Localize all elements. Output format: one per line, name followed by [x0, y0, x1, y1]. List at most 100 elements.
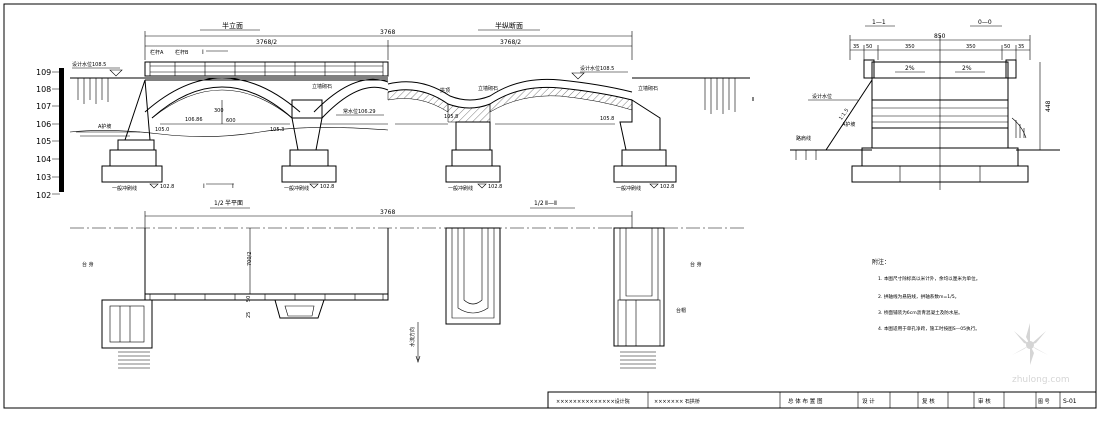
note-2: 2. 拱轴线为悬链线，拱轴系数m=1/5。 [878, 293, 959, 300]
svg-text:A护坡: A护坡 [842, 121, 855, 128]
svg-text:路肩线: 路肩线 [796, 135, 811, 142]
cross-dim-350-left: 350 [905, 44, 915, 50]
notes-block: 附注： 1. 本图尺寸除标高以米计外，余均以厘米为单位。 2. 拱轴线为悬链线，… [872, 258, 980, 332]
svg-text:Ⅱ: Ⅱ [752, 97, 754, 103]
note-4: 4. 本图适用于单孔净跨，施工时按图S—05执行。 [878, 325, 980, 332]
level-109: 109 [36, 68, 51, 77]
arch-ring-4-section [489, 87, 633, 113]
label-105-3: 105.3 [270, 127, 284, 133]
cross-dim-35-left: 35 [853, 44, 859, 50]
plan-view: 1/2 半平面 1/2 Ⅱ—Ⅱ 3768 700/2 50 25 台 身 [70, 199, 745, 369]
elevation-right-title: 半纵断面 [495, 21, 523, 30]
title-review: 复 核 [922, 397, 935, 405]
dim-600: 600 [226, 118, 236, 124]
watermark-logo: zhulong.com [1012, 323, 1070, 385]
svg-text:栏杆B: 栏杆B [175, 49, 189, 56]
cross-title-left: 1—1 [872, 19, 886, 26]
svg-text:设计水位: 设计水位 [812, 93, 832, 100]
arch-ring-3-section [387, 89, 449, 113]
svg-text:一般冲刷线: 一般冲刷线 [284, 185, 309, 192]
dim-half-left: 3768/2 [256, 39, 277, 46]
level-103: 103 [36, 173, 51, 182]
plan-left-title: 半平面 [225, 199, 243, 207]
water-level-left: 设计水位108.5 [72, 61, 106, 68]
note-1: 1. 本图尺寸除标高以米计外，余均以厘米为单位。 [878, 275, 980, 282]
elevation-view: 半立面 半纵断面 3768 3768/2 3768/2 I 109 108 10… [36, 21, 754, 200]
plan-total-span: 3768 [380, 209, 395, 216]
svg-text:栏杆A: 栏杆A [150, 49, 164, 56]
svg-text:立墙砌石: 立墙砌石 [478, 85, 498, 92]
cross-dim-35-right: 35 [1018, 44, 1024, 50]
level-104: 104 [36, 155, 51, 164]
water-level-right: 设计水位108.5 [580, 65, 614, 72]
arch-2-intrados [321, 86, 389, 119]
dim-300: 300 [214, 108, 224, 114]
railing-left [144, 61, 389, 77]
level-107: 107 [36, 102, 51, 111]
svg-text:台帽: 台帽 [676, 307, 686, 314]
foot-level-2: 102.8 [320, 184, 334, 190]
notes-title: 附注： [872, 258, 890, 266]
plan-left-fraction: 1/2 [214, 200, 224, 207]
plan-deck-edge [144, 293, 389, 301]
svg-text:一般冲刷线: 一般冲刷线 [112, 185, 137, 192]
pier-2-foundation [445, 165, 501, 183]
level-102: 102 [36, 191, 51, 200]
cross-section-view: 1—1 0—0 850 35 50 350 350 50 35 2% 2% 1:… [790, 19, 1060, 190]
cross-height-dim: 448 [1045, 100, 1052, 112]
plan-dim-50: 50 [246, 296, 252, 302]
cross-slope-right: 2% [962, 65, 972, 72]
title-sheet-label: 图 号 [1038, 399, 1050, 405]
arch-1-intrados [151, 86, 293, 119]
svg-text:立墙砌石: 立墙砌石 [312, 83, 332, 90]
title-sheet-no: S-01 [1063, 398, 1077, 405]
plan-left-abutment [101, 299, 153, 349]
plan-dim-25: 25 [246, 312, 252, 318]
cross-slope-left: 2% [905, 65, 915, 72]
title-design: 设 计 [862, 397, 875, 405]
mid-water-level: 常水位106.29 [343, 108, 376, 115]
left-abutment-foundation [101, 165, 163, 183]
svg-text:一般冲刷线: 一般冲刷线 [616, 185, 641, 192]
right-abutment-foundation [613, 165, 677, 183]
cross-dim-350-right: 350 [966, 44, 976, 50]
title-bridge: ××××××× 石拱桥 [654, 398, 700, 405]
svg-text:一般冲刷线: 一般冲刷线 [448, 185, 473, 192]
riverbed-line [69, 127, 389, 137]
dim-total-span: 3768 [380, 29, 395, 36]
foot-level-1: 102.8 [160, 184, 174, 190]
pier-2-masonry [455, 121, 491, 151]
level-108: 108 [36, 85, 51, 94]
cross-embankment-slope [825, 79, 873, 151]
pier-1 [291, 117, 323, 151]
plan-pier-1 [274, 299, 325, 319]
section-mark-top: I [202, 49, 204, 56]
plan-right-abutment [613, 227, 665, 347]
svg-text:Ⅰ: Ⅰ [232, 183, 234, 190]
title-approve: 审 核 [978, 397, 991, 405]
plan-pier-2 [445, 227, 501, 325]
section-mark-bottom: I [203, 183, 205, 190]
svg-text:拱顶: 拱顶 [440, 87, 450, 94]
plan-flow-label: 水流方向 [409, 327, 416, 347]
label-106-86: 106.86 [185, 117, 203, 123]
title-block: ××××××××××××××设计院 ××××××× 石拱桥 总 体 布 置 图 … [547, 391, 1097, 409]
svg-text:105.8: 105.8 [444, 114, 458, 120]
foot-level-3: 102.8 [488, 184, 502, 190]
level-labels: 109 108 107 106 105 104 103 102 [36, 68, 51, 200]
title-drawing: 总 体 布 置 图 [788, 397, 823, 405]
watermark-text: zhulong.com [1012, 375, 1070, 385]
cross-slope-ratio: 1:1.5 [838, 108, 850, 122]
pier-1-foundation [281, 165, 337, 183]
plan-right-fraction: 1/2 [534, 200, 544, 207]
svg-text:立墙砌石: 立墙砌石 [638, 85, 658, 92]
plan-dim-700-2: 700/2 [247, 252, 253, 266]
plan-right-title: Ⅱ—Ⅱ [545, 200, 557, 207]
level-scale-bar [59, 68, 64, 192]
cross-dim-50-right: 50 [1004, 44, 1010, 50]
note-3: 3. 桥面铺装为6cm沥青混凝土及防水层。 [878, 309, 963, 316]
cross-dim-50-left: 50 [866, 44, 872, 50]
dim-half-right: 3768/2 [500, 39, 521, 46]
